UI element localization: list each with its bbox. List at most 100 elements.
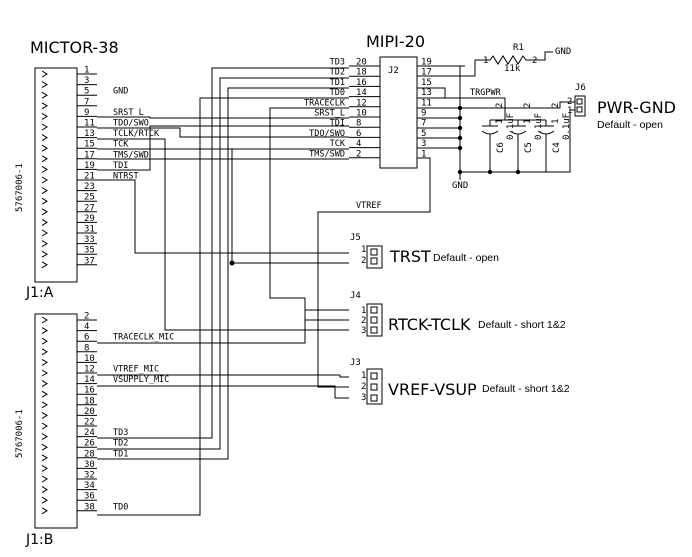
mipi-pin-number: 4 bbox=[356, 139, 361, 149]
mipi-pin-number: 10 bbox=[356, 109, 367, 119]
mictor-a-pin-number: 19 bbox=[84, 161, 95, 171]
mictor-a-pin-number: 15 bbox=[84, 140, 95, 150]
j3-pin1: 1 bbox=[361, 371, 366, 381]
mictor-a-pin-number: 33 bbox=[84, 235, 95, 245]
mictor-b-pin-number: 20 bbox=[84, 407, 95, 417]
mictor-a-pin-number: 27 bbox=[84, 203, 95, 213]
connector-pin-marker bbox=[41, 401, 48, 409]
gnd-label-top: GND bbox=[555, 47, 571, 57]
j5-pin1: 1 bbox=[361, 245, 366, 255]
mictor-a-pin-number: 11 bbox=[84, 119, 95, 129]
j5-pin2: 2 bbox=[361, 256, 366, 266]
mictor-a-pin-number: 31 bbox=[84, 225, 95, 235]
c4-ref: C4 bbox=[552, 142, 562, 153]
c6-pin2: 2 bbox=[495, 103, 505, 108]
c6-value: 0.1uF bbox=[506, 113, 516, 140]
connector-pin-marker bbox=[41, 144, 48, 152]
connector-pin-marker bbox=[41, 208, 48, 216]
mictor-a-pin-number: 23 bbox=[84, 182, 95, 192]
r1-pin1: 1 bbox=[483, 56, 488, 66]
mipi-net-label: TD1 bbox=[330, 78, 345, 88]
mictor-a-pin-number: 35 bbox=[84, 246, 95, 256]
mictor-b-pin-number: 16 bbox=[84, 386, 95, 396]
junction-dot bbox=[515, 169, 521, 175]
mictor-b-net-label: TD1 bbox=[113, 449, 128, 459]
mipi-net-label: TD0 bbox=[330, 88, 345, 98]
mictor-a-pin-number: 5 bbox=[84, 87, 89, 97]
connector-pin-marker bbox=[41, 486, 48, 494]
r1-pin2: 2 bbox=[532, 56, 537, 66]
connector-pin-marker bbox=[41, 155, 48, 163]
mipi-ref: J2 bbox=[388, 66, 399, 76]
connector-pin-marker bbox=[41, 496, 48, 504]
j5-ref: J5 bbox=[350, 233, 361, 243]
junction-dot bbox=[457, 125, 463, 131]
junction-dot bbox=[457, 145, 463, 151]
connector-pin-marker bbox=[41, 229, 48, 237]
jumper-j3: J3 1 2 3 VREF-VSUP Default - short 1&2 bbox=[350, 358, 570, 405]
mipi-net-label: TDO/SWO bbox=[309, 129, 345, 139]
mipi-pin-number: 15 bbox=[421, 78, 432, 88]
connector-pin-marker bbox=[41, 187, 48, 195]
connector-pin-marker bbox=[41, 102, 48, 110]
connector-pin-marker bbox=[41, 240, 48, 248]
mictor-a-pin-number: 9 bbox=[84, 108, 89, 118]
mictor-b-pin-number: 30 bbox=[84, 460, 95, 470]
mipi-pin-number: 8 bbox=[356, 119, 361, 129]
mipi-pin-number: 17 bbox=[421, 68, 432, 78]
mictor-b-net-label: TD0 bbox=[113, 502, 128, 512]
c5-pin2: 2 bbox=[523, 103, 533, 108]
mipi-pin-number: 6 bbox=[356, 129, 361, 139]
connector-pin-marker bbox=[41, 250, 48, 258]
connector-pin-marker bbox=[41, 176, 48, 184]
jumper-j6: J6 2 1 PWR-GND Default - open bbox=[567, 83, 676, 131]
mictor-b-net-label: VTREF_MIC bbox=[113, 365, 159, 375]
mictor-b-net-label: TRACECLK_MIC bbox=[113, 333, 174, 343]
trgpwr-label: TRGPWR bbox=[470, 88, 502, 98]
j6-label: PWR-GND bbox=[597, 98, 676, 117]
connector-pin-marker bbox=[41, 327, 48, 335]
connector-pin-marker bbox=[41, 507, 48, 515]
connector-pin-marker bbox=[41, 70, 48, 78]
mictor-a-net-label: TDI bbox=[113, 161, 128, 171]
mictor-a-net-label: TCLK/RTCK bbox=[113, 129, 160, 139]
mipi-pin-number: 14 bbox=[356, 88, 367, 98]
j4-pin1: 1 bbox=[361, 306, 366, 316]
mipi-net-label: TD3 bbox=[330, 58, 345, 68]
connector-pin-marker bbox=[41, 433, 48, 441]
mictor-a-pin-number: 1 bbox=[84, 66, 89, 76]
wires-jtag bbox=[97, 67, 431, 516]
mipi-pin-number: 11 bbox=[421, 98, 432, 108]
mictor-b-pin-number: 4 bbox=[84, 322, 89, 332]
mictor-a-pin-number: 21 bbox=[84, 172, 95, 182]
junction-dot bbox=[457, 115, 463, 121]
mictor-part-number-b: 5767006-1 bbox=[15, 409, 25, 458]
c5-pin1: 1 bbox=[523, 119, 533, 124]
mictor-b-pin-number: 32 bbox=[84, 471, 95, 481]
connector-pin-marker bbox=[41, 422, 48, 430]
c6-ref: C6 bbox=[496, 142, 506, 153]
vtref-label: VTREF bbox=[356, 201, 382, 211]
r1-ref: R1 bbox=[513, 43, 524, 53]
mictor-ref-b: J1:B bbox=[25, 532, 53, 548]
mictor-a-pin-number: 17 bbox=[84, 150, 95, 160]
mipi-title: MIPI-20 bbox=[366, 32, 425, 51]
mictor-a-pin-number: 37 bbox=[84, 256, 95, 266]
connector-pin-marker bbox=[41, 337, 48, 345]
mictor-ref-a: J1:A bbox=[25, 285, 54, 301]
mictor-a-net-label: TDO/SWO bbox=[113, 119, 149, 129]
mictor-a-pin-number: 25 bbox=[84, 193, 95, 203]
mipi-pin-number: 3 bbox=[421, 139, 426, 149]
mictor-b-pin-number: 24 bbox=[84, 428, 95, 438]
mipi-net-label: TD2 bbox=[330, 68, 345, 78]
connector-pin-marker bbox=[41, 123, 48, 131]
r1-value: 11k bbox=[504, 64, 521, 74]
connector-pin-marker bbox=[41, 369, 48, 377]
connector-pin-marker bbox=[41, 112, 48, 120]
mictor-a-net-label: GND bbox=[113, 87, 128, 97]
connector-pin-marker bbox=[41, 443, 48, 451]
mipi-pin-number: 1 bbox=[421, 149, 426, 159]
